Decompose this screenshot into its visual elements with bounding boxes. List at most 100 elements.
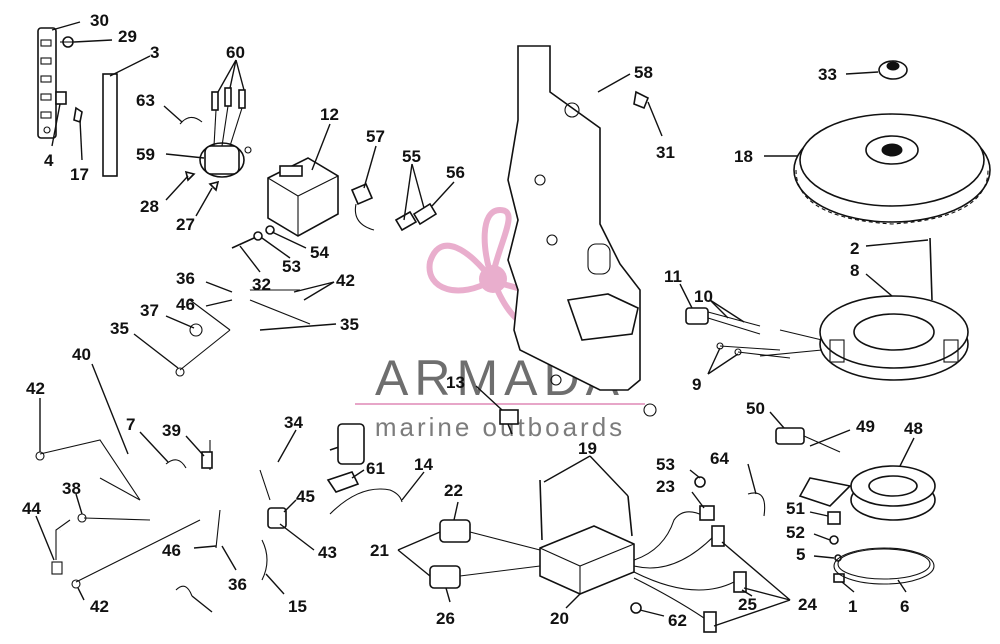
callout-23: 23 <box>656 477 705 509</box>
mount-screw <box>184 170 196 182</box>
callout-7: 7 <box>126 415 169 463</box>
timer-link <box>827 511 841 525</box>
callout-label: 15 <box>288 597 307 616</box>
callout-label: 39 <box>162 421 181 440</box>
callout-48: 48 <box>899 419 923 467</box>
callout-38: 38 <box>62 479 83 515</box>
callout-label: 63 <box>136 91 155 110</box>
callout-42-bottom: 42 <box>77 587 109 616</box>
callout-53: 53 <box>261 237 301 276</box>
callout-label: 54 <box>310 243 329 262</box>
callout-label: 23 <box>656 477 675 496</box>
callout-label: 62 <box>668 611 687 630</box>
sensor <box>775 427 841 453</box>
callout-59: 59 <box>136 145 205 164</box>
callout-37: 37 <box>140 301 195 329</box>
wiring-harness <box>39 289 365 583</box>
callout-35-left: 35 <box>110 319 179 369</box>
callout-19: 19 <box>543 439 629 497</box>
sleeve-tube <box>102 73 118 177</box>
callout-4: 4 <box>44 103 61 170</box>
callout-label: 11 <box>664 267 682 286</box>
screw <box>60 36 74 48</box>
callout-61: 61 <box>351 459 385 479</box>
callout-42-left: 42 <box>26 379 45 452</box>
callout-56: 56 <box>431 163 465 207</box>
callout-label: 21 <box>370 541 389 560</box>
callout-2: 2 <box>850 239 929 258</box>
callout-12: 12 <box>311 105 339 171</box>
callout-label: 12 <box>320 105 339 124</box>
callout-label: 44 <box>22 499 41 518</box>
callout-6: 6 <box>897 579 909 616</box>
retaining-ring <box>833 547 935 585</box>
watermark-tagline: marine outboards <box>375 412 625 442</box>
callout-27: 27 <box>176 187 213 234</box>
callout-label: 17 <box>70 165 89 184</box>
callout-36-bottom: 36 <box>221 545 247 594</box>
callout-42-bottom-label: 42 <box>90 597 109 616</box>
callout-64: 64 <box>710 449 757 495</box>
callout-31: 31 <box>647 101 675 162</box>
callout-32: 32 <box>239 245 271 294</box>
callout-51: 51 <box>786 499 829 518</box>
callout-label: 37 <box>140 301 159 320</box>
mount-screw-lower <box>208 180 220 192</box>
link-clip <box>833 573 845 583</box>
ignition-coil <box>267 157 339 237</box>
callout-label: 14 <box>414 455 433 474</box>
callout-33: 33 <box>818 65 879 84</box>
callout-label: 48 <box>904 419 923 438</box>
callout-24: 24 <box>713 541 817 627</box>
callout-40: 40 <box>72 345 129 455</box>
callout-label: 2 <box>850 239 859 258</box>
callout-35-left-label: 35 <box>110 319 129 338</box>
callout-label: 59 <box>136 145 155 164</box>
callout-14: 14 <box>401 455 433 501</box>
callout-45: 45 <box>283 487 315 513</box>
callout-53-right: 53 <box>656 455 701 479</box>
timer-base <box>798 465 936 521</box>
ground-nut <box>630 602 642 614</box>
callout-label: 31 <box>656 143 675 162</box>
stator <box>759 295 969 381</box>
callout-17: 17 <box>70 119 89 184</box>
callout-62: 62 <box>639 609 687 630</box>
callout-20: 20 <box>550 593 581 628</box>
power-pack <box>539 525 635 595</box>
callout-26: 26 <box>436 587 455 628</box>
callout-label: 27 <box>176 215 195 234</box>
callout-60: 60 <box>217 43 245 93</box>
flywheel-nut <box>878 60 908 80</box>
callout-label: 51 <box>786 499 805 518</box>
callout-9: 9 <box>692 347 739 394</box>
stator-screw <box>929 237 933 301</box>
spark-plug-boot-2 <box>394 202 438 232</box>
terminal-block <box>37 27 57 139</box>
callout-label: 24 <box>798 595 817 614</box>
callout-5: 5 <box>796 545 835 564</box>
mounting-plate <box>507 45 657 417</box>
callout-13: 13 <box>446 373 503 411</box>
callout-53-right-label: 53 <box>656 455 675 474</box>
wire-clip <box>179 116 203 125</box>
spring-clip <box>261 539 268 581</box>
callout-28: 28 <box>140 175 189 216</box>
callout-label: 36 <box>176 269 195 288</box>
harness-connector <box>267 507 287 529</box>
terminal-clip <box>55 91 67 105</box>
callout-39: 39 <box>162 421 205 457</box>
callout-43: 43 <box>279 523 337 562</box>
callout-46-bottom-label: 46 <box>162 541 181 560</box>
callout-label: 64 <box>710 449 729 468</box>
callout-22: 22 <box>444 481 463 521</box>
callout-36-bottom-label: 36 <box>228 575 247 594</box>
stator-leads <box>716 342 791 359</box>
callout-10: 10 <box>694 287 745 323</box>
small-screw <box>73 106 83 124</box>
callouts: 30 29 3 60 63 59 4 17 28 27 12 57 55 56 … <box>22 11 929 630</box>
harness-bracket <box>326 471 360 493</box>
callout-36: 36 <box>176 269 233 293</box>
solenoid <box>199 87 252 178</box>
spark-plug-boot <box>350 182 375 231</box>
